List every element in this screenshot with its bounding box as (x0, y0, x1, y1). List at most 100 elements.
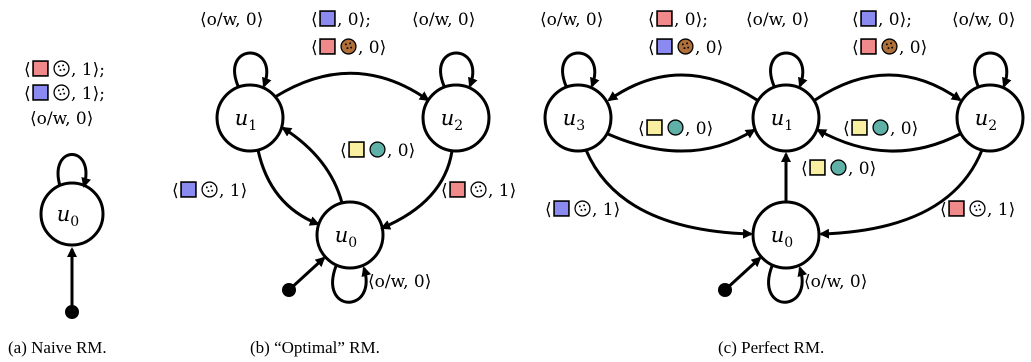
teal-ball-icon (830, 159, 847, 176)
edge-label-c-u3u0: ⟨ , 1⟩ (545, 200, 620, 220)
start-dot-c (718, 283, 732, 297)
edge-label-b-u1u2-2: ⟨ , 0⟩ (311, 38, 386, 58)
svg-text:, 0⟩;: , 0⟩; (878, 10, 912, 30)
yellow-square-icon (809, 159, 826, 176)
svg-text:, 1⟩: , 1⟩ (219, 181, 247, 201)
start-dot-a (65, 305, 79, 319)
yellow-square-icon (851, 119, 868, 136)
svg-text:, 0⟩: , 0⟩ (387, 141, 415, 161)
panel-c (543, 51, 1025, 304)
self-loop-u2-b (439, 51, 478, 88)
edge-label-a-1: ⟨ , 1⟩; (24, 60, 105, 80)
edge-label-c-u1u3-1: ⟨ , 0⟩; (648, 10, 708, 30)
edge-label-b-u1u2-1: ⟨ , 0⟩; (311, 10, 371, 30)
node-u0-a (39, 181, 105, 247)
edge-u1-u2-c (814, 73, 962, 102)
svg-text:⟨: ⟨ (852, 10, 859, 30)
panel-a (39, 153, 105, 319)
node-u1-c (751, 83, 821, 153)
empty-cookie-icon (969, 200, 986, 217)
svg-text:, 0⟩: , 0⟩ (899, 38, 927, 58)
label-u0-b: u0 (335, 223, 357, 251)
svg-text:⟨: ⟨ (441, 181, 448, 201)
brown-cookie-icon (677, 38, 694, 55)
red-square-icon (656, 10, 673, 27)
svg-text:⟨: ⟨ (340, 141, 347, 161)
edge-label-c-u1u2-2: ⟨ , 0⟩ (852, 38, 927, 58)
yellow-square-icon (348, 141, 365, 158)
edge-u2-u0-c (819, 149, 984, 239)
edge-label-c-u0u1: ⟨ , 0⟩ (801, 159, 876, 179)
edge-label-b-loop-u2: ⟨o/w, 0⟩ (412, 10, 475, 30)
edge-u1-u3-c (607, 73, 758, 102)
edge-label-b-u0u1: ⟨ , 0⟩ (340, 141, 415, 161)
edge-u3-u1-c (607, 128, 756, 153)
label-u1-c: u1 (771, 106, 793, 134)
svg-text:, 1⟩: , 1⟩ (592, 200, 620, 220)
empty-cookie-icon (574, 200, 591, 217)
svg-text:, 0⟩: , 0⟩ (848, 159, 876, 179)
blue-square-icon (553, 200, 570, 217)
edge-label-b-u2u0: ⟨ , 1⟩ (441, 181, 516, 201)
label-u0-c: u0 (771, 223, 793, 251)
start-edge-c (723, 256, 762, 292)
svg-text:⟨: ⟨ (311, 10, 318, 30)
svg-text:, 1⟩: , 1⟩ (987, 200, 1015, 220)
svg-text:, 1⟩;: , 1⟩; (71, 60, 105, 80)
edge-label-b-loop-u0: ⟨o/w, 0⟩ (368, 272, 431, 292)
svg-text:, 1⟩: , 1⟩ (488, 181, 516, 201)
edge-label-c-loop-u3: ⟨o/w, 0⟩ (540, 10, 603, 30)
svg-text:⟨: ⟨ (940, 200, 947, 220)
self-loop-u2-c (973, 51, 1012, 88)
edge-u2-u0-b (380, 150, 454, 230)
node-u3-c (543, 83, 613, 153)
svg-text:, 0⟩: , 0⟩ (695, 38, 723, 58)
empty-cookie-icon (53, 84, 70, 101)
edge-label-b-u1u0: ⟨ , 1⟩ (172, 181, 247, 201)
label-u2-c: u2 (975, 106, 997, 134)
red-square-icon (32, 60, 49, 77)
node-u1-b (215, 83, 285, 153)
self-loop-u1-b (233, 51, 272, 88)
start-edge-b (287, 256, 326, 292)
svg-text:, 0⟩;: , 0⟩; (337, 10, 371, 30)
teal-ball-icon (667, 119, 684, 136)
self-loop-u1-c (769, 51, 808, 88)
edge-u1-u2-b (274, 71, 430, 102)
svg-text:⟨: ⟨ (24, 84, 31, 104)
label-u0-a: u0 (57, 202, 79, 230)
panel-b (215, 51, 491, 304)
red-square-icon (319, 38, 336, 55)
edge-label-c-loop-u1: ⟨o/w, 0⟩ (746, 10, 809, 30)
edge-label-c-loop-u2: ⟨o/w, 0⟩ (952, 10, 1015, 30)
red-square-icon (948, 200, 965, 217)
svg-text:⟨: ⟨ (648, 10, 655, 30)
svg-text:, 0⟩: , 0⟩ (685, 119, 713, 139)
node-u2-b (421, 83, 491, 153)
svg-text:⟨: ⟨ (638, 119, 645, 139)
empty-cookie-icon (53, 60, 70, 77)
edge-u1-u0-b (256, 149, 320, 226)
svg-text:, 0⟩: , 0⟩ (890, 119, 918, 139)
empty-cookie-icon (201, 181, 218, 198)
brown-cookie-icon (340, 38, 357, 55)
label-u2-b: u2 (441, 106, 463, 134)
self-loop-u0-c (767, 265, 808, 304)
blue-square-icon (860, 10, 877, 27)
edge-label-c-u1u2-1: ⟨ , 0⟩; (852, 10, 912, 30)
svg-text:⟨: ⟨ (172, 181, 179, 201)
blue-square-icon (32, 84, 49, 101)
edge-u3-u0-c (584, 149, 753, 239)
edge-label-c-u2u0: ⟨ , 1⟩ (940, 200, 1015, 220)
svg-text:, 0⟩: , 0⟩ (358, 38, 386, 58)
svg-text:, 0⟩;: , 0⟩; (674, 10, 708, 30)
red-square-icon (449, 181, 466, 198)
edge-label-c-u3u1: ⟨ , 0⟩ (638, 119, 713, 139)
teal-ball-icon (872, 119, 889, 136)
edge-label-c-u2u1: ⟨ , 0⟩ (843, 119, 918, 139)
caption-perfect-rm: (c) Perfect RM. (718, 338, 825, 357)
node-u0-b (315, 200, 385, 270)
edge-label-c-u1u3-2: ⟨ , 0⟩ (648, 38, 723, 58)
svg-text:⟨: ⟨ (648, 38, 655, 58)
